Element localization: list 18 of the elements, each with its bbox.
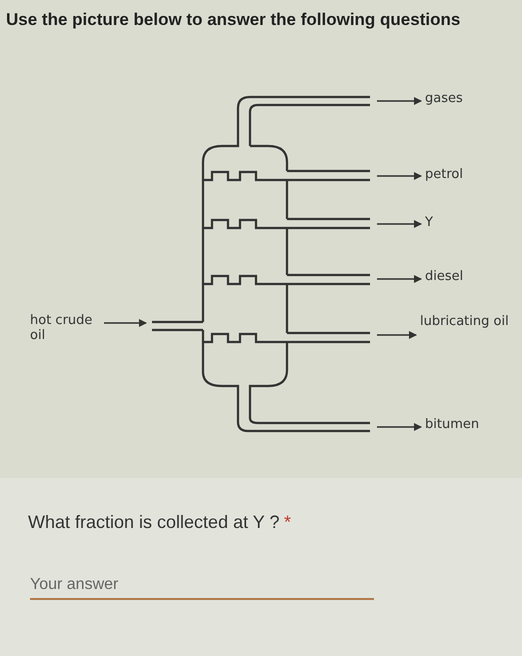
arrow [377,423,422,431]
arrow [377,97,422,105]
arrow [377,172,422,180]
fraction-label: petrol [425,167,485,182]
arrow [104,319,147,327]
feed-label: hot crude oil [30,313,100,343]
arrow [377,275,422,283]
arrow [377,220,422,228]
arrow [377,331,417,339]
heading: Use the picture below to answer the following questions [6,10,460,30]
fraction-label: lubricating oil [420,314,510,329]
fraction-label: gases [425,91,485,106]
input-field: Your answer [30,572,374,600]
fraction-label: Y [425,215,455,230]
fraction-label: bitumen [425,417,495,432]
question-text: What fraction is collected at Y ? [28,512,280,533]
required-mark: * [284,512,292,533]
fraction-label: diesel [425,269,485,284]
